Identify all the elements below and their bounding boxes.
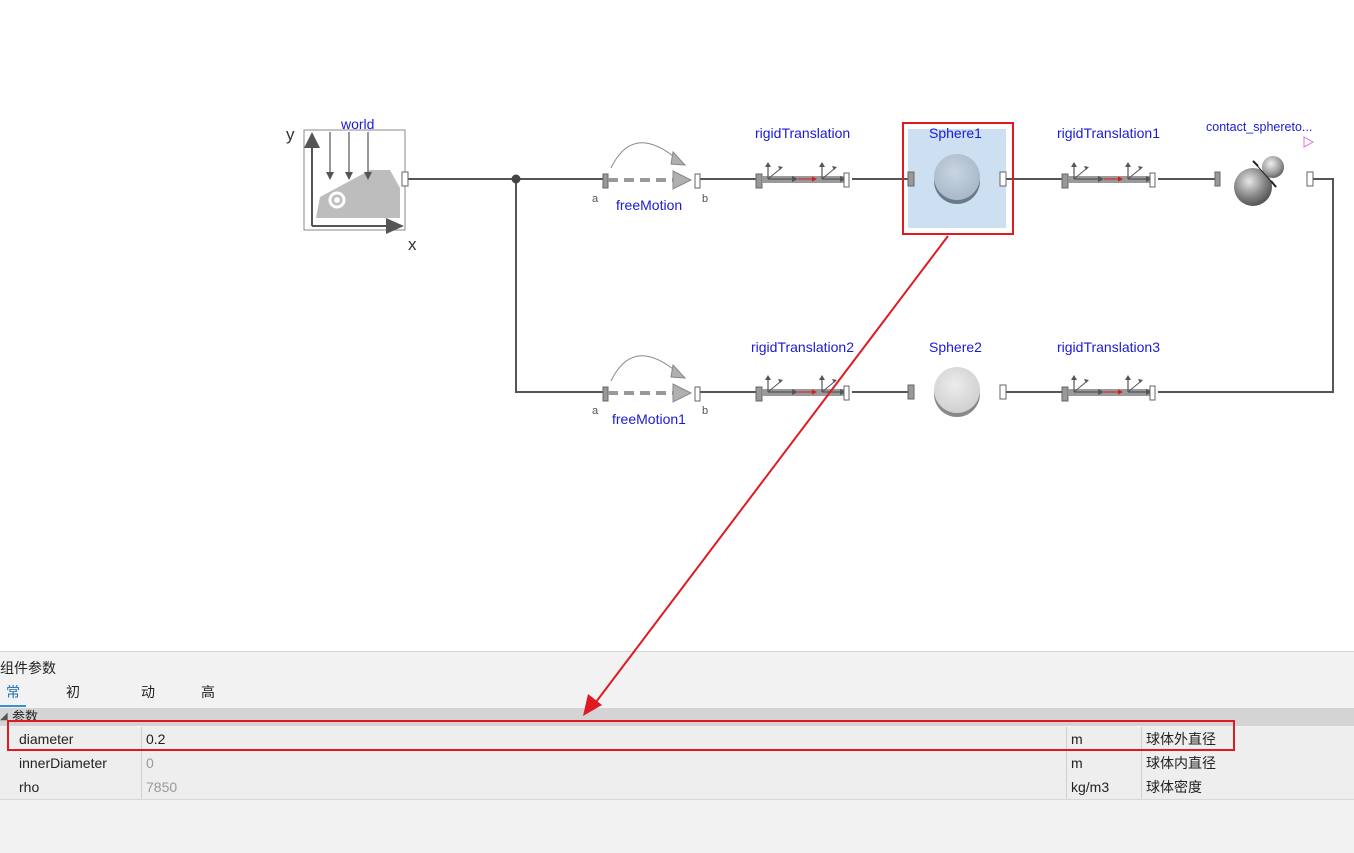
free-motion-port-a: a (592, 193, 599, 205)
free-motion1-label: freeMotion1 (612, 411, 686, 427)
gear-icon (328, 191, 346, 209)
contact-component[interactable]: contact_sphereto... (1206, 120, 1315, 206)
sphere2-component[interactable]: Sphere2 (907, 339, 1007, 417)
free-motion-component[interactable]: a b freeMotion (592, 140, 708, 213)
rigid-translation1-component[interactable]: rigidTranslation1 (1057, 125, 1160, 189)
parameter-description: 球体内直径 (1141, 751, 1354, 775)
parameter-unit[interactable]: m (1066, 751, 1141, 775)
junction-dot (511, 174, 521, 184)
rigid-translation3-label: rigidTranslation3 (1057, 339, 1160, 355)
rigid-translation2-component[interactable]: rigidTranslation2 (751, 339, 854, 402)
free-motion1-component[interactable]: a b freeMotion1 (592, 353, 708, 427)
world-label: world (340, 116, 374, 132)
parameter-row-diameter[interactable]: diameter 0.2 m 球体外直径 (0, 727, 1354, 752)
contact-label: contact_sphereto... (1206, 120, 1312, 134)
parameter-value-input[interactable]: 0.2 (141, 727, 1065, 751)
rigid-translation-label: rigidTranslation (755, 125, 850, 141)
parameter-name: diameter (19, 731, 74, 747)
parameter-unit[interactable]: kg/m3 (1066, 775, 1141, 799)
sphere1-label: Sphere1 (929, 125, 982, 141)
parameter-row-rho[interactable]: rho 7850 kg/m3 球体密度 (0, 775, 1354, 800)
rigid-translation-component[interactable]: rigidTranslation (755, 125, 850, 189)
parameters-section-header[interactable]: ◢ 参数 (0, 708, 1354, 726)
model-diagram-canvas[interactable]: world y x a b freeMotion rigidTranslatio… (0, 0, 1354, 650)
tab-initialization[interactable]: 初始化 (66, 684, 80, 748)
contact-output-icon (1303, 136, 1315, 148)
component-parameters-panel: 组件参数 常规 初始化 动画 高级 ◢ 参数 diameter 0.2 m 球体… (0, 651, 1354, 853)
tab-advanced[interactable]: 高级 (201, 684, 215, 724)
parameter-name: innerDiameter (19, 755, 107, 771)
parameter-value-input[interactable]: 0 (141, 751, 1065, 775)
parameter-name: rho (19, 779, 40, 795)
tab-general[interactable]: 常规 (0, 680, 26, 724)
parameter-description: 球体外直径 (1141, 727, 1354, 751)
world-component[interactable]: world y x (286, 116, 417, 254)
collapse-arrow-icon[interactable]: ◢ (0, 711, 8, 722)
parameter-row-inner-diameter[interactable]: innerDiameter 0 m 球体内直径 (0, 751, 1354, 776)
free-motion1-port-b: b (702, 405, 708, 417)
connection-lines (408, 178, 1334, 393)
sphere1-component[interactable]: Sphere1 (907, 125, 1007, 228)
sphere2-label: Sphere2 (929, 339, 982, 355)
panel-title: 组件参数 (0, 660, 56, 676)
rigid-translation2-label: rigidTranslation2 (751, 339, 854, 355)
parameter-description: 球体密度 (1141, 775, 1354, 799)
parameter-unit[interactable]: m (1066, 727, 1141, 751)
axis-x-label: x (408, 235, 417, 254)
free-motion-port-b: b (702, 193, 708, 205)
axis-y-label: y (286, 125, 295, 144)
free-motion1-port-a: a (592, 405, 599, 417)
tab-animation[interactable]: 动画 (141, 684, 155, 724)
parameter-value-input[interactable]: 7850 (141, 775, 1065, 799)
section-label: 参数 (12, 709, 39, 724)
rigid-translation3-component[interactable]: rigidTranslation3 (1057, 339, 1160, 402)
free-motion-label: freeMotion (616, 197, 682, 213)
rigid-translation1-label: rigidTranslation1 (1057, 125, 1160, 141)
